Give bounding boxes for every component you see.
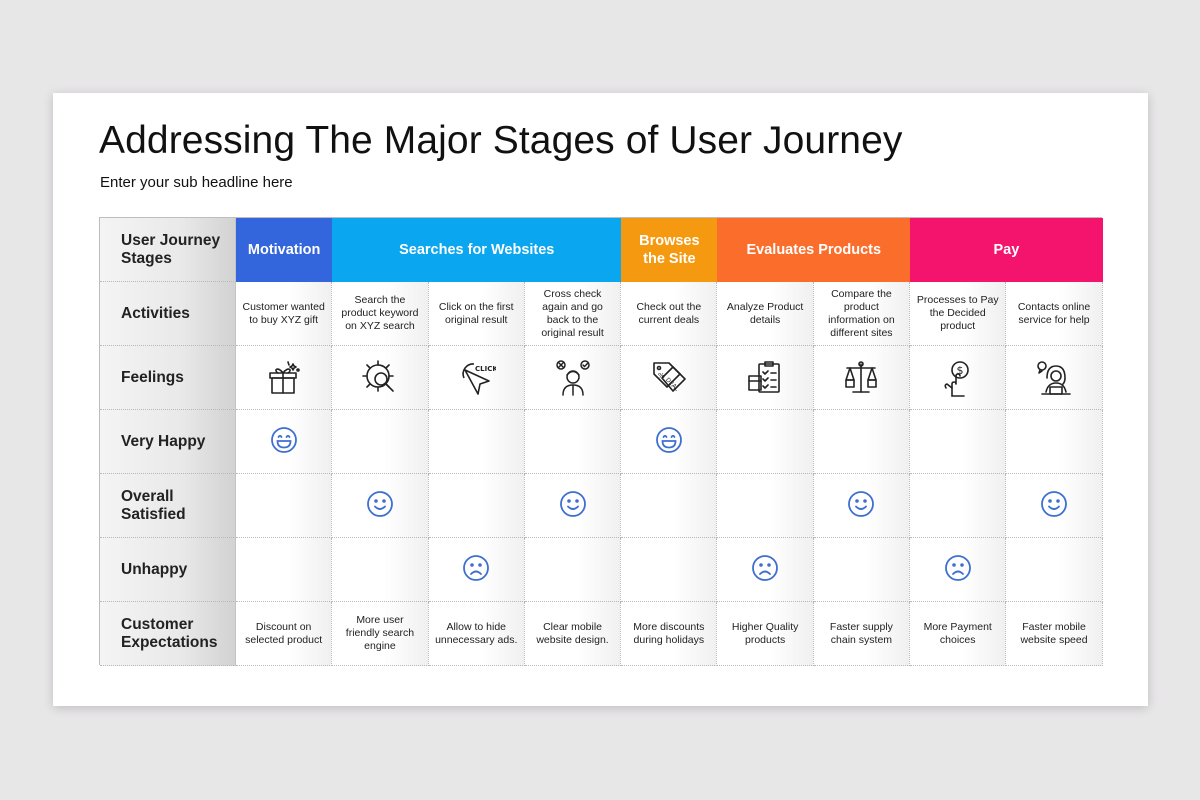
smile-face-icon <box>366 490 394 522</box>
very-happy-face-icon <box>270 426 298 458</box>
smile-face-icon <box>559 490 587 522</box>
mood-cell <box>1006 410 1103 474</box>
journey-table: User Journey Stages Motivation Searches … <box>99 217 1103 666</box>
smile-face-icon <box>847 490 875 522</box>
mood-cell <box>236 474 333 538</box>
row-label-very-happy: Very Happy <box>100 410 236 474</box>
stage-searches: Searches for Websites <box>332 218 622 282</box>
support-agent-icon <box>1006 346 1103 410</box>
expectation-cell: Allow to hide unnecessary ads. <box>428 602 525 666</box>
decision-person-icon <box>524 346 622 410</box>
activity-cell: Click on the first original result <box>428 282 525 346</box>
svg-text:$: $ <box>956 364 963 377</box>
row-label-activities: Activities <box>100 282 236 346</box>
row-label-feelings: Feelings <box>100 346 236 410</box>
mood-cell <box>621 410 718 474</box>
sad-face-icon <box>462 554 490 586</box>
activity-cell: Analyze Product details <box>717 282 814 346</box>
mood-cell <box>428 410 525 474</box>
gift-icon <box>236 346 333 410</box>
mood-cell <box>332 410 429 474</box>
expectation-cell: Higher Quality products <box>717 602 814 666</box>
mood-cell <box>524 410 622 474</box>
page-title: Addressing The Major Stages of User Jour… <box>99 119 903 162</box>
mood-cell <box>236 410 333 474</box>
mood-cell <box>428 474 525 538</box>
smile-face-icon <box>1040 490 1068 522</box>
svg-text:CLICK!: CLICK! <box>475 365 496 373</box>
hand-coin-icon: $ <box>910 346 1007 410</box>
mood-cell <box>621 474 718 538</box>
mood-cell <box>813 474 911 538</box>
slide: Addressing The Major Stages of User Jour… <box>53 93 1148 706</box>
stage-motivation: Motivation <box>236 218 333 282</box>
expectation-cell: Discount on selected product <box>236 602 333 666</box>
mood-cell <box>332 474 429 538</box>
page-subtitle: Enter your sub headline here <box>100 174 293 191</box>
expectation-cell: More user friendly search engine <box>332 602 429 666</box>
expectation-cell: Faster supply chain system <box>813 602 911 666</box>
activity-cell: Contacts online service for help <box>1006 282 1103 346</box>
row-label-expectations: Customer Expectations <box>100 602 236 666</box>
mood-cell <box>813 410 911 474</box>
balance-scale-icon <box>813 346 911 410</box>
stage-browses: Browses the Site <box>621 218 718 282</box>
mood-cell <box>524 538 622 602</box>
activity-cell: Search the product keyword on XYZ search <box>332 282 429 346</box>
deal-tag-icon: DEAL % <box>621 346 718 410</box>
mood-cell <box>332 538 429 602</box>
sad-face-icon <box>944 554 972 586</box>
row-label-stages: User Journey Stages <box>100 218 236 282</box>
mood-cell <box>1006 538 1103 602</box>
activity-cell: Compare the product information on diffe… <box>813 282 911 346</box>
mood-cell <box>236 538 333 602</box>
very-happy-face-icon <box>655 426 683 458</box>
clipboard-checklist-icon <box>717 346 814 410</box>
activity-cell: Check out the current deals <box>621 282 718 346</box>
expectation-cell: More Payment choices <box>910 602 1007 666</box>
stage-evaluates: Evaluates Products <box>717 218 911 282</box>
mood-cell <box>910 410 1007 474</box>
mood-cell <box>524 474 622 538</box>
mood-cell <box>621 538 718 602</box>
activity-cell: Processes to Pay the Decided product <box>910 282 1007 346</box>
mood-cell <box>717 410 814 474</box>
mood-cell <box>910 538 1007 602</box>
click-cursor-icon: CLICK! <box>428 346 525 410</box>
mood-cell <box>428 538 525 602</box>
mood-cell <box>717 474 814 538</box>
expectation-cell: Clear mobile website design. <box>524 602 622 666</box>
sad-face-icon <box>751 554 779 586</box>
mood-cell <box>717 538 814 602</box>
activity-cell: Customer wanted to buy XYZ gift <box>236 282 333 346</box>
activity-cell: Cross check again and go back to the ori… <box>524 282 622 346</box>
stage-pay: Pay <box>910 218 1103 282</box>
row-label-satisfied: Overall Satisfied <box>100 474 236 538</box>
svg-text:%: % <box>658 372 665 380</box>
expectation-cell: More discounts during holidays <box>621 602 718 666</box>
mood-cell <box>1006 474 1103 538</box>
mood-cell <box>813 538 911 602</box>
mood-cell <box>910 474 1007 538</box>
gear-search-icon <box>332 346 429 410</box>
expectation-cell: Faster mobile website speed <box>1006 602 1103 666</box>
row-label-unhappy: Unhappy <box>100 538 236 602</box>
